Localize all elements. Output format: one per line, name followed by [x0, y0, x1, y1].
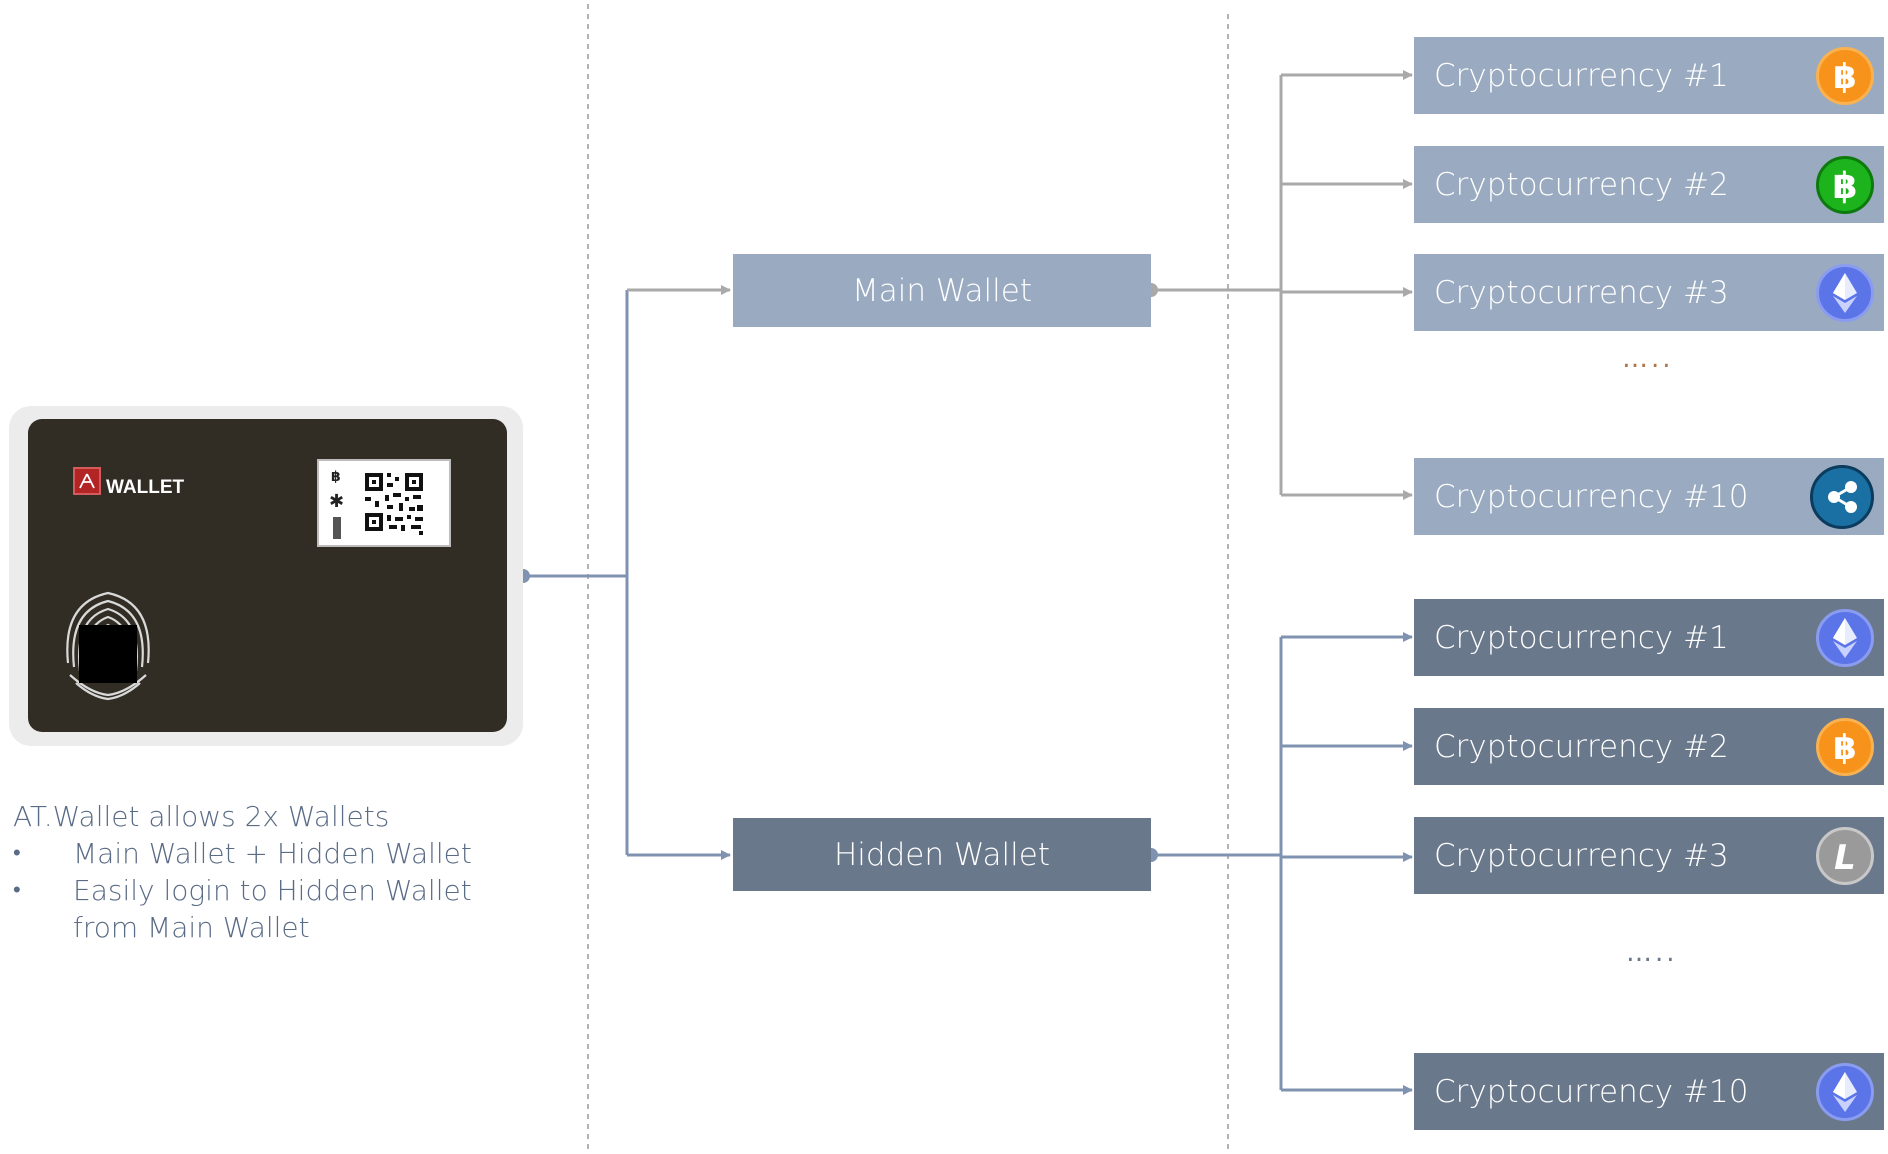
hidden-wallet-box: Hidden Wallet [733, 818, 1151, 891]
ethereum-icon [1816, 608, 1874, 667]
description-title: AT.Wallet allows 2x Wallets [13, 800, 390, 833]
hidden-crypto-10: Cryptocurrency #10 [1414, 1053, 1884, 1130]
main-ellipsis: ….. [1622, 344, 1674, 374]
svg-text:✱: ✱ [329, 491, 344, 512]
crypto-label: Cryptocurrency #1 [1434, 619, 1729, 656]
ripple-icon [1810, 464, 1874, 529]
crypto-label: Cryptocurrency #2 [1434, 166, 1729, 203]
hidden-crypto-2: Cryptocurrency #2 ฿ [1414, 708, 1884, 785]
bitcoin-orange-icon: ฿ [1816, 46, 1874, 105]
card-to-wallets-connector [516, 285, 731, 860]
hidden-wallet-connector [1144, 632, 1413, 1095]
svg-text:฿: ฿ [331, 469, 341, 485]
description: AT.Wallet allows 2x Wallets Main Wallet … [13, 798, 493, 946]
litecoin-icon: L [1816, 826, 1874, 885]
card-brand-text: WALLET [106, 477, 185, 498]
main-wallet-box: Main Wallet [733, 254, 1151, 327]
main-crypto-2: Cryptocurrency #2 ฿ [1414, 146, 1884, 223]
crypto-label: Cryptocurrency #3 [1434, 837, 1729, 874]
at-logo-icon [73, 467, 101, 495]
crypto-label: Cryptocurrency #10 [1434, 478, 1749, 515]
bitcoin-green-icon: ฿ [1816, 155, 1874, 214]
description-bullet: Main Wallet + Hidden Wallet [13, 835, 493, 872]
bitcoin-orange-icon: ฿ [1816, 717, 1874, 776]
crypto-label: Cryptocurrency #1 [1434, 57, 1729, 94]
svg-text:฿: ฿ [1832, 166, 1857, 205]
main-crypto-10: Cryptocurrency #10 [1414, 458, 1884, 535]
crypto-label: Cryptocurrency #2 [1434, 728, 1729, 765]
fingerprint-sensor [79, 625, 137, 683]
main-crypto-3: Cryptocurrency #3 [1414, 254, 1884, 331]
ethereum-icon [1816, 263, 1874, 322]
main-crypto-1: Cryptocurrency #1 ฿ [1414, 37, 1884, 114]
ethereum-icon [1816, 1062, 1874, 1121]
crypto-label: Cryptocurrency #10 [1434, 1073, 1749, 1110]
crypto-label: Cryptocurrency #3 [1434, 274, 1729, 311]
svg-text:L: L [1834, 838, 1856, 876]
svg-text:฿: ฿ [1833, 57, 1857, 96]
hidden-crypto-3: Cryptocurrency #3 L [1414, 817, 1884, 894]
main-wallet-connector [1144, 70, 1413, 500]
hidden-crypto-1: Cryptocurrency #1 [1414, 599, 1884, 676]
hidden-ellipsis: ….. [1626, 938, 1678, 968]
svg-text:฿: ฿ [1833, 728, 1857, 767]
qr-panel: ฿ ✱ [317, 459, 451, 547]
description-bullet: Easily login to Hidden Wallet from Main … [13, 872, 493, 946]
